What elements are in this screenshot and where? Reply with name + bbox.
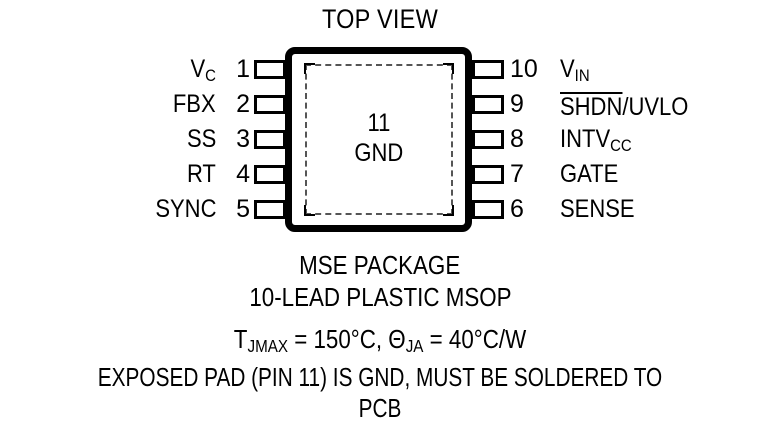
pin-number-5: 5 <box>236 195 250 223</box>
pinout-diagram: TOP VIEW 11 GND 1 VC 2 FBX 3 SS 4 RT 5 S… <box>0 6 760 424</box>
pin-stub-10 <box>472 60 504 79</box>
pin-stub-7 <box>472 165 504 184</box>
pin-stub-9 <box>472 95 504 114</box>
pin-stub-8 <box>472 130 504 149</box>
pin-stub-2 <box>254 95 286 114</box>
pin-label-6-text: SENSE <box>560 195 635 223</box>
caption-exposed-pad-note: EXPOSED PAD (PIN 11) IS GND, MUST BE SOL… <box>0 362 760 424</box>
pin-stub-3 <box>254 130 286 149</box>
exposed-pad-number: 11 <box>367 109 390 137</box>
pad-corner-top-left <box>304 63 315 74</box>
pin-stub-5 <box>254 200 286 219</box>
pad-corner-bottom-right <box>443 205 454 216</box>
pad-corner-top-right <box>443 63 454 74</box>
pin-label-5-text: SYNC <box>154 195 216 223</box>
pin-number-3: 3 <box>236 125 250 153</box>
caption-exposed-pad-note-text: EXPOSED PAD (PIN 11) IS GND, MUST BE SOL… <box>97 362 663 423</box>
page-title-text: TOP VIEW <box>321 4 439 34</box>
pin-label-3: SS <box>183 127 216 152</box>
caption-thermal-spec-text: TJMAX = 150°C, ΘJA = 40°C/W <box>233 324 527 356</box>
caption-package-name: MSE PACKAGE <box>0 250 760 281</box>
pin-label-7-text: GATE <box>560 160 619 188</box>
pin-stub-1 <box>254 60 286 79</box>
exposed-pad-dashed-outline <box>305 64 453 215</box>
caption-package-type-text: 10-LEAD PLASTIC MSOP <box>248 282 512 312</box>
pin-number-10: 10 <box>510 55 538 83</box>
caption-package-type: 10-LEAD PLASTIC MSOP <box>0 282 760 313</box>
pin-label-6: SENSE <box>560 197 645 222</box>
pin-label-1: VC <box>187 55 216 85</box>
pin-label-1-text: VC <box>190 55 216 85</box>
caption-package-name-text: MSE PACKAGE <box>299 250 461 280</box>
pin-label-7: GATE <box>560 162 626 187</box>
pin-label-4: RT <box>183 162 216 187</box>
package-body-outline <box>285 47 472 232</box>
pin-number-2: 2 <box>236 90 250 118</box>
page-title: TOP VIEW <box>313 6 446 33</box>
pin-label-2-text: FBX <box>173 90 216 118</box>
shdn-overline: SHDN <box>560 92 623 121</box>
pin-number-9: 9 <box>510 90 524 118</box>
pin-label-9-text: SHDN/UVLO <box>560 92 689 121</box>
pin-stub-6 <box>472 200 504 219</box>
pin-number-8: 8 <box>510 125 524 153</box>
pin-number-4: 4 <box>236 160 250 188</box>
pin-label-3-text: SS <box>186 125 216 153</box>
pin-label-10-text: VIN <box>560 55 590 85</box>
pin-label-10: VIN <box>560 55 594 85</box>
pin-number-1: 1 <box>236 55 250 83</box>
pin-label-8-text: INTVCC <box>560 125 632 155</box>
pin-stub-4 <box>254 165 286 184</box>
caption-thermal-spec: TJMAX = 150°C, ΘJA = 40°C/W <box>0 324 760 356</box>
pin-label-5: SYNC <box>147 197 216 222</box>
pin-label-2: FBX <box>167 92 216 117</box>
pin-number-7: 7 <box>510 160 524 188</box>
exposed-pad-name: GND <box>354 139 403 167</box>
pin-label-8: INTVCC <box>560 125 642 155</box>
pin-label-9: SHDN/UVLO <box>560 92 706 120</box>
pin-number-6: 6 <box>510 195 524 223</box>
pad-corner-bottom-left <box>304 205 315 216</box>
pin-label-4-text: RT <box>187 160 216 188</box>
exposed-pad-label: 11 GND <box>285 108 472 168</box>
